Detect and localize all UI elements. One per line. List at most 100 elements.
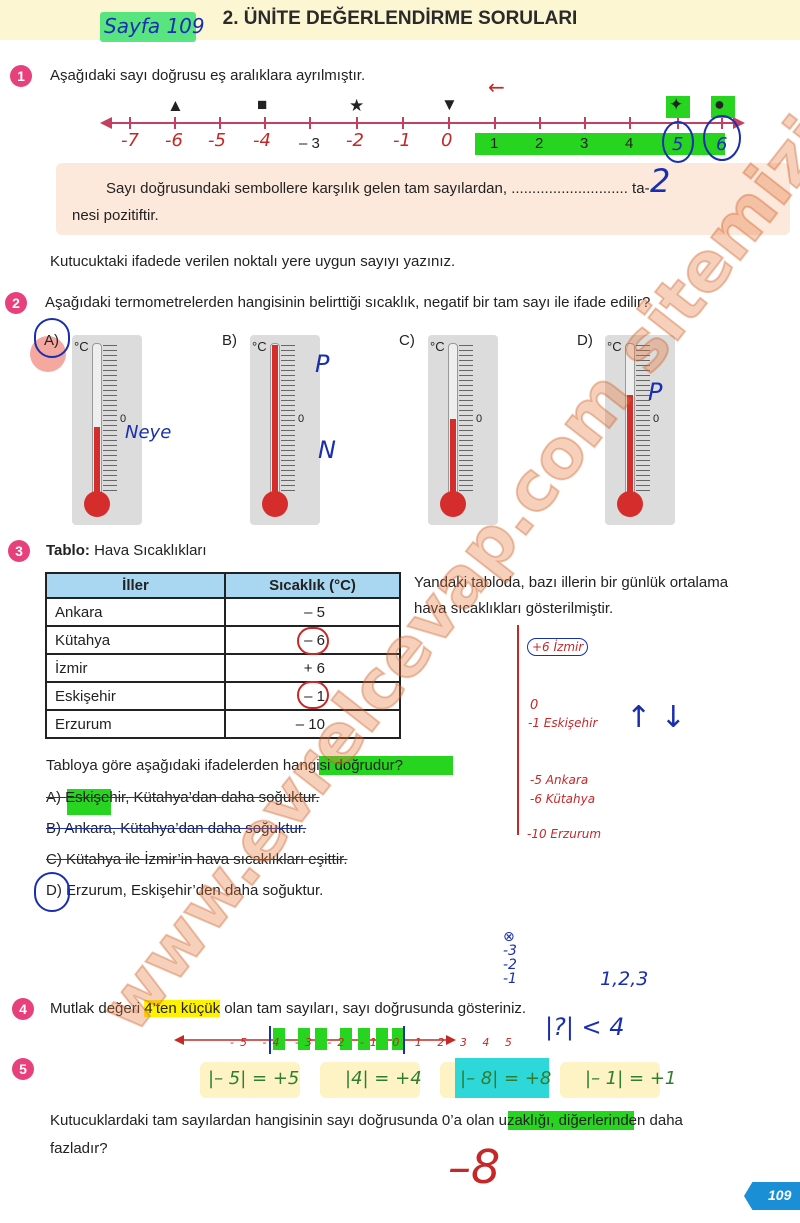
cell-temp: + 6 xyxy=(224,653,401,683)
circle-kutahya-temp xyxy=(297,627,329,655)
question-1-number: 1 xyxy=(10,65,32,87)
hw-tick-5: 5 xyxy=(672,134,684,155)
hw-q4-ticks: -5 -4 -3 -2 -1 0 1 2 3 4 5 xyxy=(230,1036,518,1049)
tick-label-3: 3 xyxy=(580,135,589,152)
table-row: Erzurum – 10 xyxy=(45,709,401,739)
q5-box-2-text: |4| = +4 xyxy=(345,1068,422,1089)
cell-city: Eskişehir xyxy=(45,681,226,711)
hw-q4-tick: -3 xyxy=(294,1036,318,1049)
option-a-circle xyxy=(34,318,70,358)
hw-q4-tick: 4 xyxy=(482,1036,496,1049)
hw-tick-minus4: -4 xyxy=(253,130,271,151)
table-row: İzmir + 6 xyxy=(45,653,401,683)
symbol-star: ★ xyxy=(349,96,365,115)
hw-q4-tick: -4 xyxy=(262,1036,286,1049)
number-line-4 xyxy=(174,1026,456,1054)
thermometer-b-mercury xyxy=(272,345,278,505)
thermometer-a-zero: 0 xyxy=(120,413,127,425)
q3-side-text-1: Yandaki tabloda, bazı illerin bir günlük… xyxy=(414,574,729,591)
highlight-0a-uzakligi xyxy=(508,1111,634,1130)
thermometer-c: °C 0 xyxy=(428,335,498,525)
thermometer-c-zero: 0 xyxy=(476,413,483,425)
q3-choice-b: B) Ankara, Kütahya’dan daha soğuktur. xyxy=(46,820,307,837)
q5-box-1 xyxy=(200,1062,300,1098)
tick-label-minus3: – 3 xyxy=(299,135,320,152)
thermometer-c-mercury xyxy=(450,419,456,505)
cell-city: Erzurum xyxy=(45,709,226,739)
cell-city: Kütahya xyxy=(45,625,226,655)
hw-tick-minus6: -6 xyxy=(165,130,183,151)
hw-q4-tick: 1 xyxy=(414,1036,428,1049)
hw-note-p-b: P xyxy=(315,350,330,378)
hw-scale-izmir: +6 İzmir xyxy=(527,638,589,656)
q1-handwritten-answer: 2 xyxy=(650,162,671,200)
hw-q4-note: 1,2,3 xyxy=(600,968,649,990)
hw-q4-tick: -5 xyxy=(230,1036,253,1049)
thermometer-c-unit: °C xyxy=(430,339,445,354)
page-title: 2. ÜNİTE DEĞERLENDİRME SORULARI xyxy=(222,8,578,29)
hw-q4-tick: -2 xyxy=(327,1036,351,1049)
thermometer-b: °C 0 xyxy=(250,335,320,525)
thermometer-d-unit: °C xyxy=(607,339,622,354)
cell-temp: – 10 xyxy=(224,709,401,739)
q5-handwritten-answer: –8 xyxy=(448,1140,501,1194)
highlight-hangisi-dogrudur xyxy=(319,756,453,775)
question-1-text: Aşağıdaki sayı doğrusu eş aralıklara ayr… xyxy=(50,67,366,84)
q3-choice-c: C) Kütahya ile İzmir’in hava sıcaklıklar… xyxy=(46,851,348,868)
number-line-1 xyxy=(100,96,745,163)
thermometer-a-unit: °C xyxy=(74,339,89,354)
q5-box-3-text: |– 8| = +8 xyxy=(460,1068,552,1089)
hw-tick-6: 6 xyxy=(716,134,728,155)
q1-box-line-1: Sayı doğrusundaki sembollere karşılık ge… xyxy=(106,180,650,197)
q5-text-1: Kutucuklardaki tam sayılardan hangisinin… xyxy=(50,1112,683,1129)
q3-table-title-bold: Tablo: xyxy=(46,542,90,559)
thermometer-d: °C 0 xyxy=(605,335,675,525)
hw-q4-tick: 2 xyxy=(437,1036,451,1049)
hw-note-n-b: N xyxy=(318,436,336,464)
hw-q4-inequality: |?| < 4 xyxy=(545,1013,625,1041)
hw-scale-kutahya: -6 Kütahya xyxy=(530,792,596,806)
hw-scale-ankara: -5 Ankara xyxy=(530,773,589,787)
hw-scale-eskisehir: -1 Eskişehir xyxy=(528,716,598,730)
option-b-label: B) xyxy=(222,332,237,349)
thermometer-d-zero: 0 xyxy=(653,413,660,425)
footer-page-badge xyxy=(744,1182,800,1210)
hw-q4-tick: 3 xyxy=(459,1036,473,1049)
hw-tick-minus5: -5 xyxy=(208,130,226,151)
option-d-label: D) xyxy=(577,332,593,349)
thermometer-d-mercury xyxy=(627,395,633,505)
hw-tick-0: 0 xyxy=(441,130,453,151)
question-4-text: Mutlak değeri 4’ten küçük olan tam sayıl… xyxy=(50,1000,526,1017)
thermometer-b-zero: 0 xyxy=(298,413,305,425)
q1-box-line-2: nesi pozitiftir. xyxy=(72,207,159,224)
temperatures-table: İller Sıcaklık (°C) Ankara – 5 Kütahya –… xyxy=(45,572,401,739)
footer-page-number: 109 xyxy=(768,1187,792,1203)
hw-arrows: ↑ ↓ xyxy=(626,700,686,735)
q1-answer-box xyxy=(56,163,790,235)
question-5-number: 5 xyxy=(12,1058,34,1080)
highlight-eskisehir xyxy=(67,789,111,815)
thermometer-b-unit: °C xyxy=(252,339,267,354)
green-highlight-positive xyxy=(475,133,725,155)
cell-city: Ankara xyxy=(45,597,226,627)
choice-d-circle xyxy=(34,872,70,912)
q3-choice-d: D) Erzurum, Eskişehir’den daha soğuktur. xyxy=(46,882,324,899)
q4-text-after: olan tam sayıları, sayı doğrusunda göste… xyxy=(220,1000,527,1017)
thermometer-a: °C 0 xyxy=(72,335,142,525)
page-label-handwritten xyxy=(100,12,196,42)
hw-q4-tick: 0 xyxy=(392,1036,406,1049)
question-2-text: Aşağıdaki termometrelerden hangisinin be… xyxy=(45,294,651,311)
tick-label-4: 4 xyxy=(625,135,634,152)
q3-table-title-text: Hava Sıcaklıkları xyxy=(94,542,207,559)
q4-text-before: Mutlak değeri xyxy=(50,1000,145,1017)
symbol-circle: ● xyxy=(714,94,725,114)
tick-label-1: 1 xyxy=(490,135,499,152)
table-header-row: İller Sıcaklık (°C) xyxy=(45,572,401,599)
q5-box-4 xyxy=(560,1062,660,1098)
hw-note-neye: Neye xyxy=(125,422,172,443)
hw-scale-line xyxy=(517,625,519,835)
page-label-text: Sayfa 109 xyxy=(104,14,205,38)
q5-box-4-text: |– 1| = +1 xyxy=(585,1068,677,1089)
hw-q4-stack: ⊗-3-2-1 xyxy=(503,929,517,987)
hw-tick-minus1: -1 xyxy=(393,130,411,151)
